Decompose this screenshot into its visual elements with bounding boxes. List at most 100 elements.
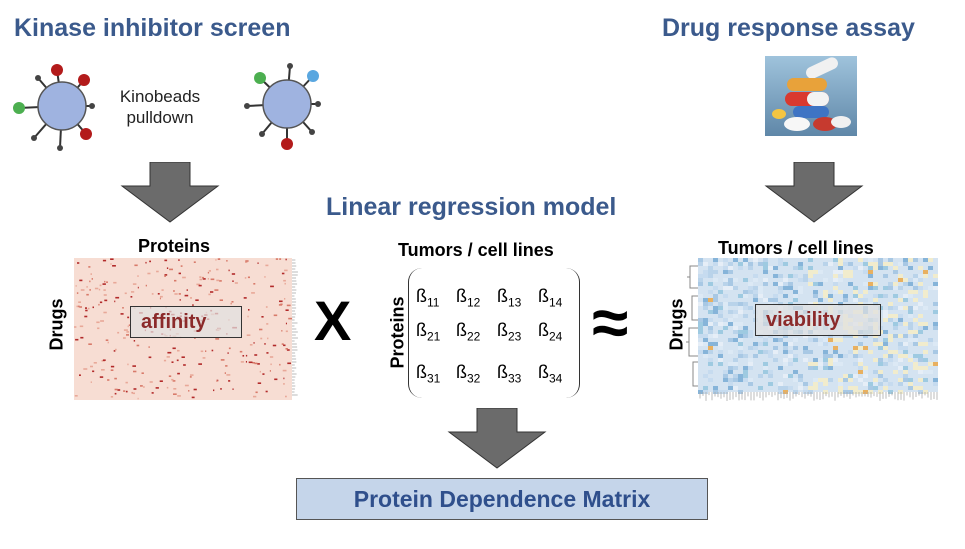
heatmap-cell: [738, 342, 743, 346]
heatmap-cell: [838, 378, 843, 382]
heatmap-cell: [923, 290, 928, 294]
heatmap-cell: [903, 366, 908, 370]
heatmap-cell: [171, 361, 174, 363]
heatmap-cell: [101, 369, 105, 371]
heatmap-cell: [878, 342, 883, 346]
heatmap-cell: [703, 342, 708, 346]
heatmap-cell: [713, 270, 718, 274]
heatmap-cell: [888, 302, 893, 306]
heatmap-cell: [279, 300, 283, 303]
heatmap-cell: [928, 370, 933, 374]
heatmap-cell: [793, 346, 798, 350]
heatmap-cell: [137, 397, 139, 400]
heatmap-cell: [898, 314, 903, 318]
heatmap-cell: [123, 337, 126, 339]
heatmap-cell: [216, 380, 218, 382]
heatmap-cell: [923, 370, 928, 374]
heatmap-cell: [195, 299, 199, 301]
heatmap-cell: [918, 330, 923, 334]
heatmap-cell: [207, 278, 209, 280]
heatmap-cell: [773, 266, 778, 270]
heatmap-cell: [878, 370, 883, 374]
pulldown-caption: Kinobeads pulldown: [100, 86, 220, 128]
heatmap-cell: [873, 282, 878, 286]
heatmap-cell: [134, 264, 138, 267]
heatmap-cell: [259, 370, 261, 373]
heatmap-cell: [788, 362, 793, 366]
pulldown-line-1: Kinobeads: [119, 87, 201, 106]
heatmap-cell: [703, 318, 708, 322]
heatmap-cell: [788, 342, 793, 346]
heatmap-cell: [246, 334, 251, 336]
heatmap-cell: [231, 273, 236, 275]
heatmap-cell: [107, 379, 110, 381]
heatmap-cell: [843, 262, 848, 266]
heatmap-cell: [773, 358, 778, 362]
beta-coefficient: ß22: [456, 320, 480, 344]
heatmap-cell: [863, 374, 868, 378]
heatmap-cell: [733, 358, 738, 362]
heatmap-cell: [763, 298, 768, 302]
heatmap-cell: [823, 278, 828, 282]
heatmap-cell: [913, 274, 918, 278]
heatmap-cell: [147, 272, 151, 275]
heatmap-cell: [728, 278, 733, 282]
heatmap-cell: [813, 338, 818, 342]
heatmap-cell: [176, 359, 179, 362]
heatmap-cell: [103, 289, 106, 291]
heatmap-cell: [823, 382, 828, 386]
heatmap-cell: [728, 322, 733, 326]
heatmap-cell: [253, 283, 256, 285]
heatmap-cell: [908, 258, 913, 262]
heatmap-cell: [723, 270, 728, 274]
heatmap-cell: [743, 326, 748, 330]
heatmap-cell: [723, 374, 728, 378]
heatmap-cell: [748, 346, 753, 350]
heatmap-cell: [191, 396, 195, 399]
heatmap-cell: [873, 286, 878, 290]
heatmap-cell: [192, 304, 194, 306]
heatmap-cell: [858, 346, 863, 350]
beta-symbol: ß: [497, 362, 508, 382]
arrow-down-center: [447, 408, 547, 469]
heatmap-cell: [738, 306, 743, 310]
heatmap-cell: [708, 302, 713, 306]
heatmap-cell: [823, 362, 828, 366]
heatmap-cell: [728, 270, 733, 274]
heatmap-cell: [708, 330, 713, 334]
heatmap-cell: [798, 374, 803, 378]
heatmap-cell: [281, 343, 284, 345]
beta-coefficient: ß24: [538, 320, 562, 344]
heatmap-cell: [908, 282, 913, 286]
heatmap-cell: [778, 338, 783, 342]
heatmap-cell: [80, 336, 84, 339]
beta-subscript: 12: [467, 295, 481, 310]
heatmap-cell: [718, 330, 723, 334]
heatmap-cell: [210, 291, 214, 293]
heatmap-cell: [763, 278, 768, 282]
heatmap-cell: [848, 386, 853, 390]
heatmap-cell: [903, 334, 908, 338]
heatmap-cell: [214, 289, 219, 291]
heatmap-cell: [923, 358, 928, 362]
heatmap-cell: [758, 342, 763, 346]
heatmap-cell: [728, 318, 733, 322]
heatmap-cell: [873, 262, 878, 266]
heatmap-cell: [933, 286, 938, 290]
heatmap-cell: [773, 350, 778, 354]
heatmap-cell: [196, 283, 200, 286]
heatmap-cell: [838, 382, 843, 386]
heatmap-cell: [703, 270, 708, 274]
heatmap-cell: [698, 302, 703, 306]
heatmap-cell: [202, 276, 204, 279]
heatmap-cell: [181, 356, 185, 358]
heatmap-cell: [733, 278, 738, 282]
heatmap-cell: [738, 294, 743, 298]
heatmap-cell: [216, 279, 220, 282]
heatmap-cell: [270, 363, 272, 366]
heatmap-cell: [261, 316, 264, 318]
heatmap-cell: [878, 262, 883, 266]
heatmap-cell: [93, 362, 97, 364]
heatmap-cell: [171, 378, 174, 381]
heatmap-cell: [131, 291, 135, 293]
